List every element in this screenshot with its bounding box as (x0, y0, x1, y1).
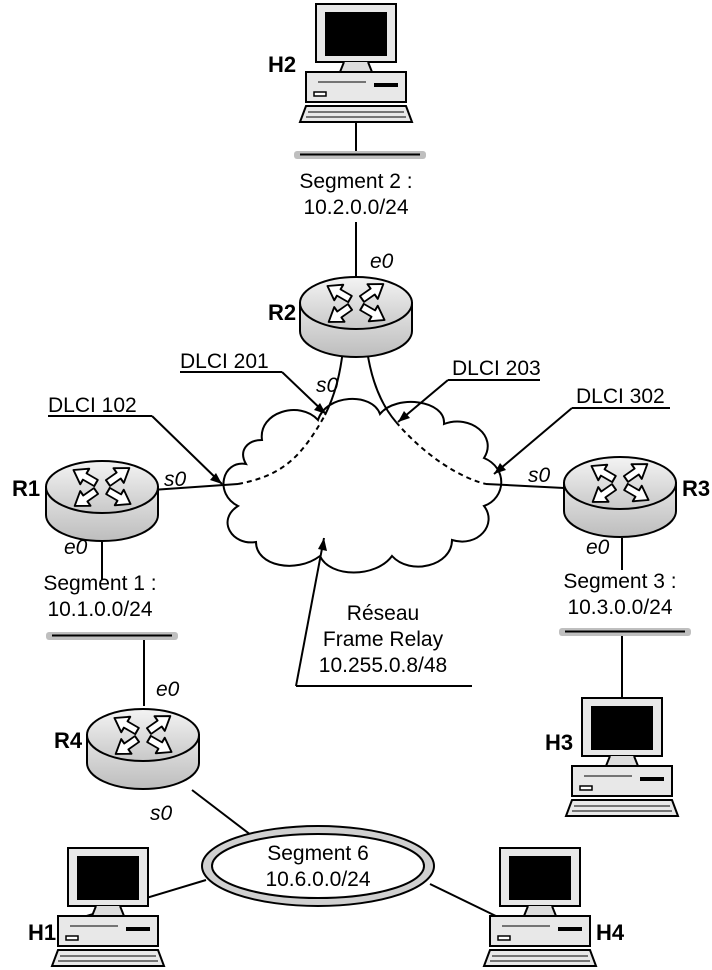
segment1-network: 10.1.0.0/24 (47, 598, 152, 621)
cloud-label-arrowhead (318, 538, 327, 551)
router-r4-icon (87, 709, 199, 789)
segment1-name: Segment 1 : (43, 572, 156, 595)
r1-e0-label: e0 (64, 536, 88, 559)
dlci102-arrowhead (210, 473, 222, 484)
host-h3-icon (565, 697, 679, 817)
dlci-302-label: DLCI 302 (576, 385, 665, 408)
cloud-label-line2: Frame Relay (323, 628, 444, 651)
router-r3-icon (564, 457, 676, 537)
dlci302-arrowhead (494, 463, 506, 474)
segment3-hub (558, 627, 692, 637)
r1-s0-label: s0 (164, 468, 187, 491)
dlci-203-label: DLCI 203 (452, 357, 541, 380)
dlci302-pointer (493, 407, 573, 475)
router-r1-label: R1 (12, 476, 40, 501)
pvc-r2-r3 (395, 421, 487, 485)
segment3-network: 10.3.0.0/24 (567, 596, 672, 619)
router-r4-label: R4 (54, 728, 83, 753)
dlci-102-label: DLCI 102 (48, 394, 137, 417)
segment1-hub (45, 631, 179, 641)
r4-s0-label: s0 (150, 802, 173, 825)
cloud-label-line1: Réseau (347, 602, 419, 625)
r1-serial-link (151, 483, 239, 491)
segment2-name: Segment 2 : (299, 170, 412, 193)
r2-e0-label: e0 (370, 250, 394, 273)
dlci-201-label: DLCI 201 (180, 350, 269, 373)
h4-ring-link (429, 883, 501, 919)
segment2-network: 10.2.0.0/24 (303, 196, 408, 219)
r4-e0-label: e0 (156, 678, 180, 701)
router-r3-label: R3 (682, 476, 710, 501)
cloud-label-pointer (295, 537, 325, 687)
router-r2-label: R2 (268, 300, 296, 325)
segment3-name: Segment 3 : (563, 570, 676, 593)
host-h4-label: H4 (596, 920, 625, 945)
r2-serial-right (366, 349, 397, 423)
segment6-ring-inner (211, 833, 425, 899)
host-h4-icon (483, 847, 597, 967)
dlci102-pointer (151, 415, 223, 485)
frame-relay-cloud (222, 398, 503, 574)
host-h2-label: H2 (268, 52, 296, 77)
r3-serial-link (485, 483, 565, 489)
r2-s0-label: s0 (316, 374, 339, 397)
segment6-network: 10.6.0.0/24 (265, 868, 370, 891)
host-h1-icon (51, 847, 165, 967)
r3-e0-label: e0 (586, 536, 610, 559)
host-h3-label: H3 (545, 730, 573, 755)
segment6-name: Segment 6 (267, 842, 369, 865)
host-h1-label: H1 (28, 920, 56, 945)
pvc-r1-r2 (237, 414, 326, 485)
r3-s0-label: s0 (528, 464, 551, 487)
host-h2-icon (299, 3, 413, 123)
segment2-hub (293, 150, 427, 160)
cloud-label-line3: 10.255.0.8/48 (319, 654, 447, 677)
dlci203-arrowhead (398, 411, 410, 422)
router-r2-icon (300, 277, 412, 357)
router-r1-icon (46, 461, 158, 541)
dlci201-arrowhead (314, 403, 326, 414)
